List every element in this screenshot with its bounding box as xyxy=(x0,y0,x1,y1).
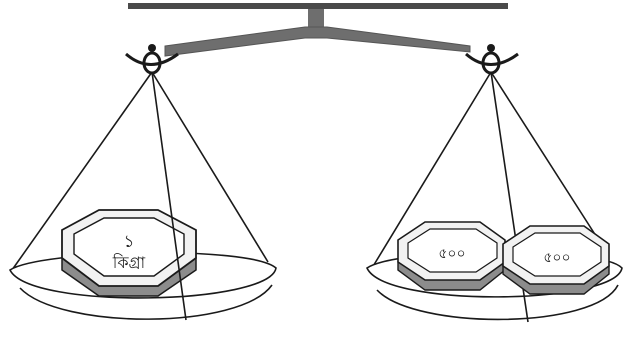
scale-beam xyxy=(165,27,470,56)
weight-500-a: ৫০০ xyxy=(398,222,505,290)
weight-500-b: ৫০০ xyxy=(503,226,609,294)
weight-500-b-label: ৫০০ xyxy=(543,250,570,266)
weight-1kg-number: ১ xyxy=(123,232,134,252)
scale-stand xyxy=(128,3,508,27)
weight-1kg: ১ কিগ্রা xyxy=(62,210,196,296)
weight-1kg-unit: কিগ্রা xyxy=(112,253,146,272)
right-hook xyxy=(466,44,518,73)
weight-500-a-label: ৫০০ xyxy=(438,246,465,262)
